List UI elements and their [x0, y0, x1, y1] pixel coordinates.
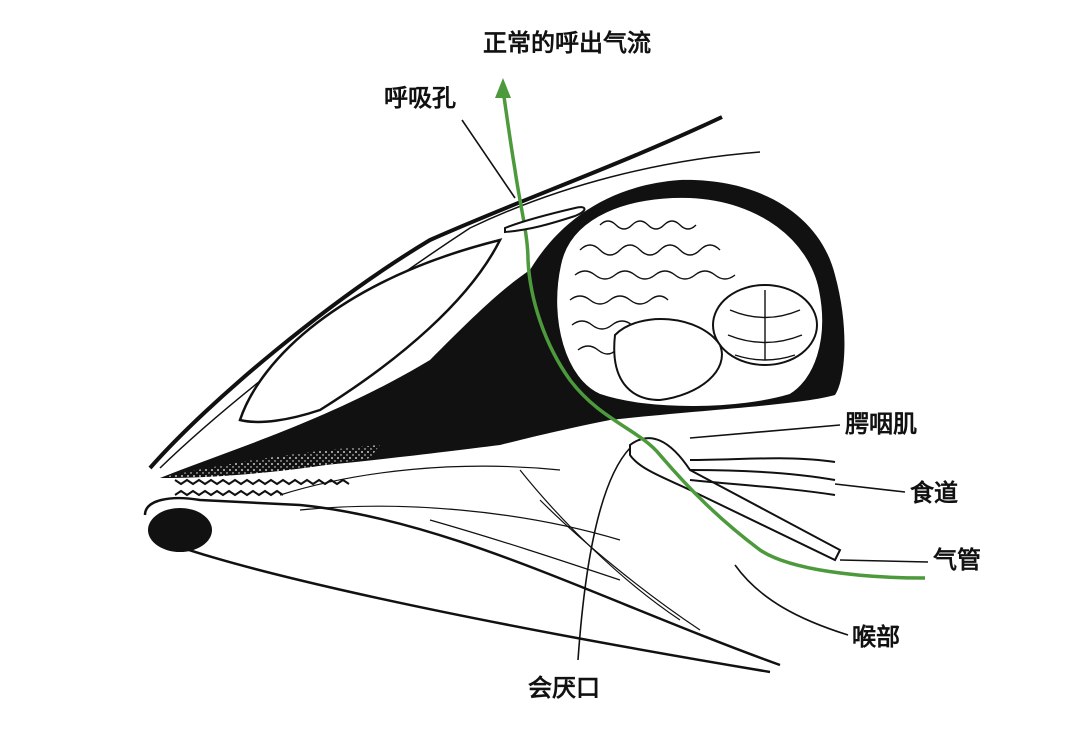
- rostrum-stipple: [160, 445, 380, 478]
- leader-blowhole: [461, 119, 516, 199]
- lower-jaw-bottom: [149, 533, 771, 674]
- lower-jaw: [143, 496, 781, 667]
- chin-black: [148, 508, 212, 552]
- head-dorsal-inner-line: [159, 151, 761, 469]
- leader-trachea: [839, 559, 929, 563]
- melon: [238, 238, 503, 424]
- label-epiglottis: 会厌口: [528, 674, 600, 702]
- esophagus-fibers: [689, 457, 836, 496]
- label-trachea: 气管: [933, 546, 981, 574]
- cerebellum: [712, 284, 818, 366]
- leader-palatopharyngeal: [689, 424, 841, 439]
- label-esophagus: 食道: [910, 479, 958, 507]
- larynx-tube: [629, 437, 842, 562]
- airflow-line: [501, 89, 926, 580]
- leader-esophagus: [834, 483, 906, 493]
- label-palatopharyngeal: 腭咽肌: [845, 410, 917, 438]
- airflow-arrowhead: [495, 78, 511, 98]
- throat-tissue: [279, 465, 701, 631]
- lower-teeth: [174, 489, 284, 497]
- blowhole-channel: [504, 206, 586, 234]
- brainstem: [613, 318, 723, 402]
- leader-larynx: [734, 564, 849, 636]
- label-exhaled-airflow: 正常的呼出气流: [483, 29, 651, 57]
- upper-teeth: [174, 478, 350, 486]
- head-dorsal-outline: [148, 115, 723, 470]
- label-larynx: 喉部: [852, 623, 900, 651]
- leader-epiglottis: [577, 447, 631, 661]
- label-blowhole: 呼吸孔: [384, 84, 456, 112]
- brain-convolutions: [569, 220, 736, 355]
- leader-lines: [461, 119, 929, 661]
